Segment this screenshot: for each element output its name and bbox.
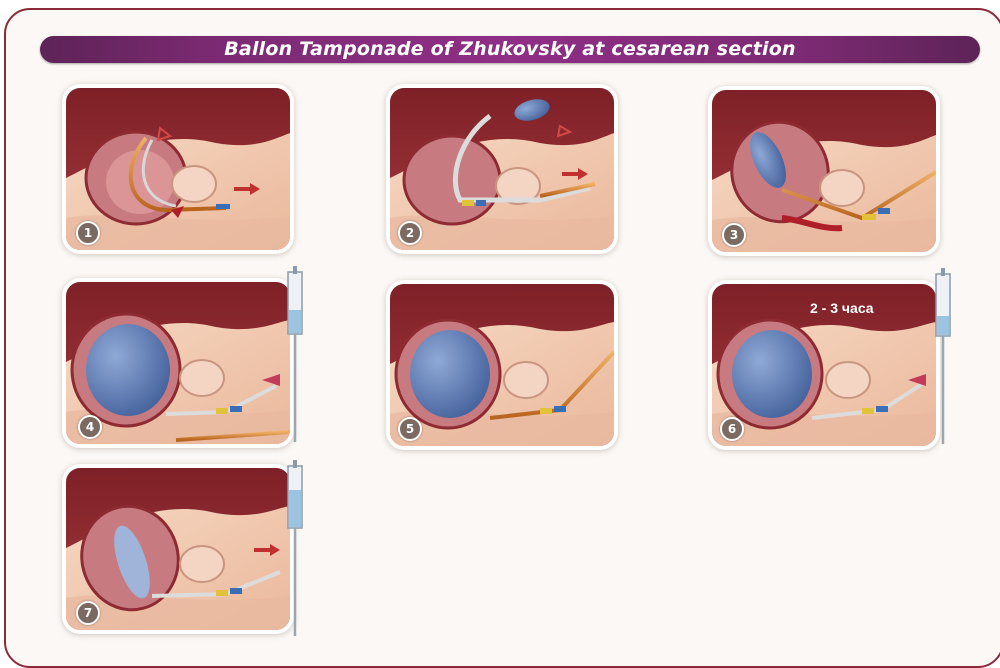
step-number-badge: 7 (76, 601, 100, 625)
page-title: Ballon Tamponade of Zhukovsky at cesarea… (40, 36, 980, 63)
step-number-badge: 4 (78, 415, 102, 439)
step-6-illustration: 2 - 3 часа 6 (712, 284, 936, 446)
irrigation-syringe-stand (284, 460, 308, 640)
irrigation-syringe-stand (284, 266, 308, 446)
irrigation-syringe-stand (932, 268, 956, 448)
step-1-illustration: 1 (66, 88, 290, 250)
step-number-badge: 1 (76, 221, 100, 245)
step-number-badge: 3 (722, 223, 746, 247)
step-number-badge: 2 (398, 221, 422, 245)
step-number-badge: 6 (720, 417, 744, 441)
duration-label: 2 - 3 часа (810, 300, 874, 316)
step-7-illustration: 7 (66, 468, 290, 630)
step-5-illustration: 5 (390, 284, 614, 446)
step-4-illustration: 4 (66, 282, 290, 444)
step-2-illustration: 2 (390, 88, 614, 250)
title-banner: Ballon Tamponade of Zhukovsky at cesarea… (40, 36, 980, 63)
step-number-badge: 5 (398, 417, 422, 441)
step-3-illustration: 3 (712, 90, 936, 252)
